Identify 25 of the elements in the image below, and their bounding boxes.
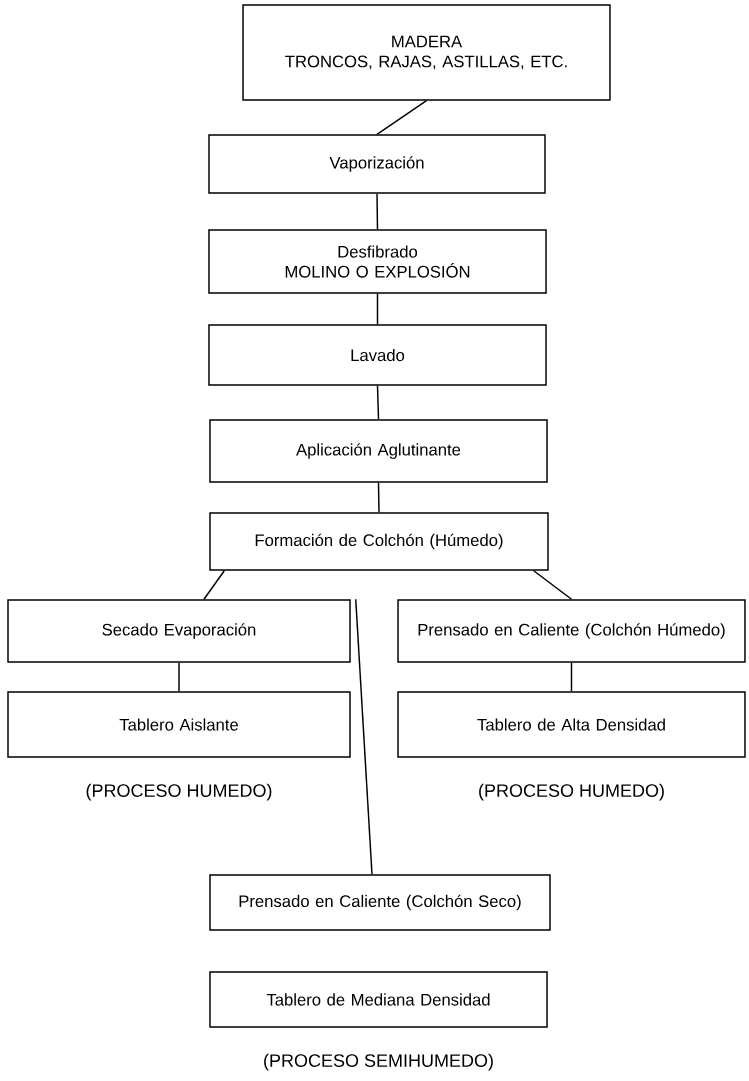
process-box: Prensado en Caliente (Colchón Húmedo) [397, 599, 746, 663]
process-box: Desfibrado MOLINO O EXPLOSIÓN [208, 229, 547, 294]
process-box: Secado Evaporación [7, 599, 351, 663]
connector-line [570, 662, 573, 692]
caption-text: (PROCESO HUMEDO) [86, 783, 272, 801]
connector-line [376, 292, 379, 325]
connector-line [533, 570, 573, 600]
caption-text: (PROCESO SEMIHUMEDO) [264, 1053, 493, 1071]
process-box: Tablero Aislante [7, 691, 351, 758]
process-box: Formación de Colchón (Húmedo) [209, 512, 549, 571]
connector-line [376, 193, 379, 231]
process-box: Tablero de Alta Densidad [397, 691, 746, 758]
connector-line [178, 662, 180, 692]
process-box: Vaporización [208, 134, 546, 194]
connector-line [203, 570, 225, 600]
process-box: Lavado [208, 324, 547, 386]
connector-line [376, 99, 428, 135]
process-box: Prensado en Caliente (Colchón Seco) [209, 874, 551, 931]
connector-line [355, 598, 373, 876]
connector-line [376, 385, 380, 420]
connector-line [377, 482, 380, 513]
process-box: MADERA TRONCOS, RAJAS, ASTILLAS, ETC. [242, 4, 611, 101]
caption-text: (PROCESO HUMEDO) [479, 783, 664, 801]
process-box: Aplicación Aglutinante [209, 419, 548, 483]
process-box: Tablero de Mediana Densidad [209, 971, 548, 1028]
